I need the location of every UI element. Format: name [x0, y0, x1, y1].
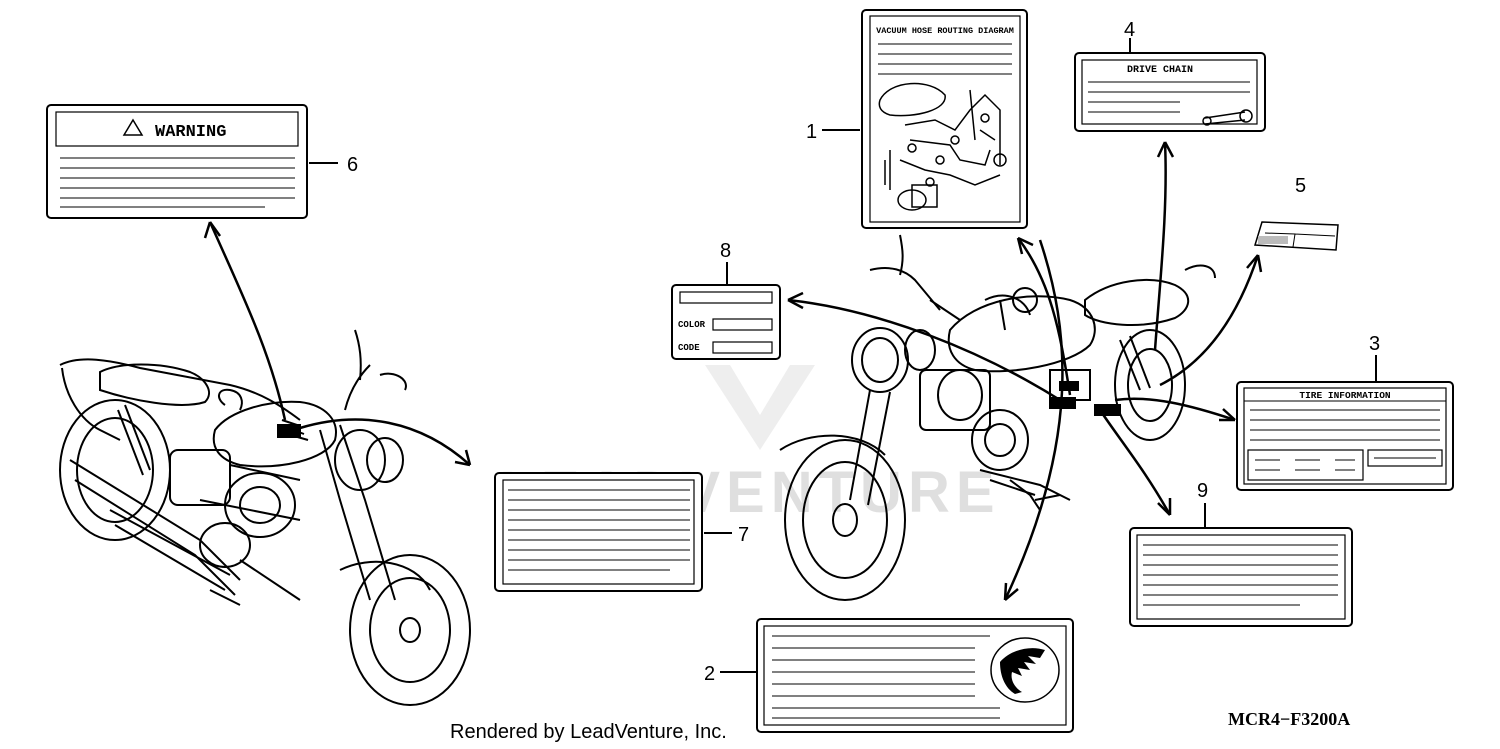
tire-info-text-lines — [1250, 409, 1440, 441]
label-9[interactable] — [1129, 527, 1353, 627]
label-2-text-lines — [772, 635, 1000, 719]
vacuum-hose-schematic — [878, 82, 1007, 211]
callout-4: 4 — [1124, 19, 1135, 41]
tire-info-label-frame — [1236, 381, 1454, 491]
label-7-frame — [494, 472, 703, 592]
label-7[interactable] — [494, 472, 703, 592]
label-5[interactable] — [1254, 221, 1339, 251]
callout-1: 1 — [806, 121, 817, 143]
label-2-frame — [756, 618, 1074, 733]
left-motorcycle-illustration — [59, 329, 471, 706]
right-motorcycle-illustration — [779, 234, 1216, 601]
callout-8: 8 — [720, 240, 731, 262]
label-3-tire-information[interactable]: TIRE INFORMATION — [1236, 381, 1454, 491]
drive-chain-title: DRIVE CHAIN — [1127, 65, 1193, 76]
footer-credit: Rendered by LeadVenture, Inc. — [450, 721, 727, 743]
code-field-label: CODE — [678, 343, 700, 353]
chain-sprocket-icon — [1202, 109, 1253, 126]
drive-chain-text-lines — [1088, 81, 1250, 113]
right-arrows — [787, 141, 1263, 601]
callout-3: 3 — [1369, 333, 1380, 355]
part-code: MCR4−F3200A — [1228, 709, 1350, 729]
warning-triangle-icon — [122, 118, 144, 136]
label-8-color-code[interactable]: COLOR CODE — [671, 284, 781, 360]
callout-7: 7 — [738, 524, 749, 546]
label-6-warning[interactable]: WARNING — [46, 104, 308, 219]
callout-6: 6 — [347, 154, 358, 176]
warning-title: WARNING — [155, 123, 226, 142]
label-7-text-lines — [508, 489, 690, 571]
left-arrows — [203, 221, 472, 467]
label-2[interactable] — [756, 618, 1074, 733]
callout-9: 9 — [1197, 480, 1208, 502]
callout-2: 2 — [704, 663, 715, 685]
vacuum-label-frame — [861, 9, 1028, 229]
tire-info-title: TIRE INFORMATION — [1299, 390, 1391, 401]
warning-header — [55, 111, 299, 147]
vacuum-title: VACUUM HOSE ROUTING DIAGRAM — [876, 26, 1014, 36]
label-9-text-lines — [1143, 544, 1338, 606]
color-field-label: COLOR — [678, 320, 706, 330]
vacuum-text-lines — [878, 43, 1012, 75]
warning-label-frame — [46, 104, 308, 219]
wing-logo-icon — [990, 637, 1060, 703]
label-4-drive-chain[interactable]: DRIVE CHAIN — [1074, 52, 1266, 132]
warning-text-lines — [60, 157, 295, 208]
label-1-vacuum-hose-routing[interactable]: VACUUM HOSE ROUTING DIAGRAM — [861, 9, 1028, 229]
label-9-frame — [1129, 527, 1353, 627]
callout-5: 5 — [1295, 175, 1306, 197]
